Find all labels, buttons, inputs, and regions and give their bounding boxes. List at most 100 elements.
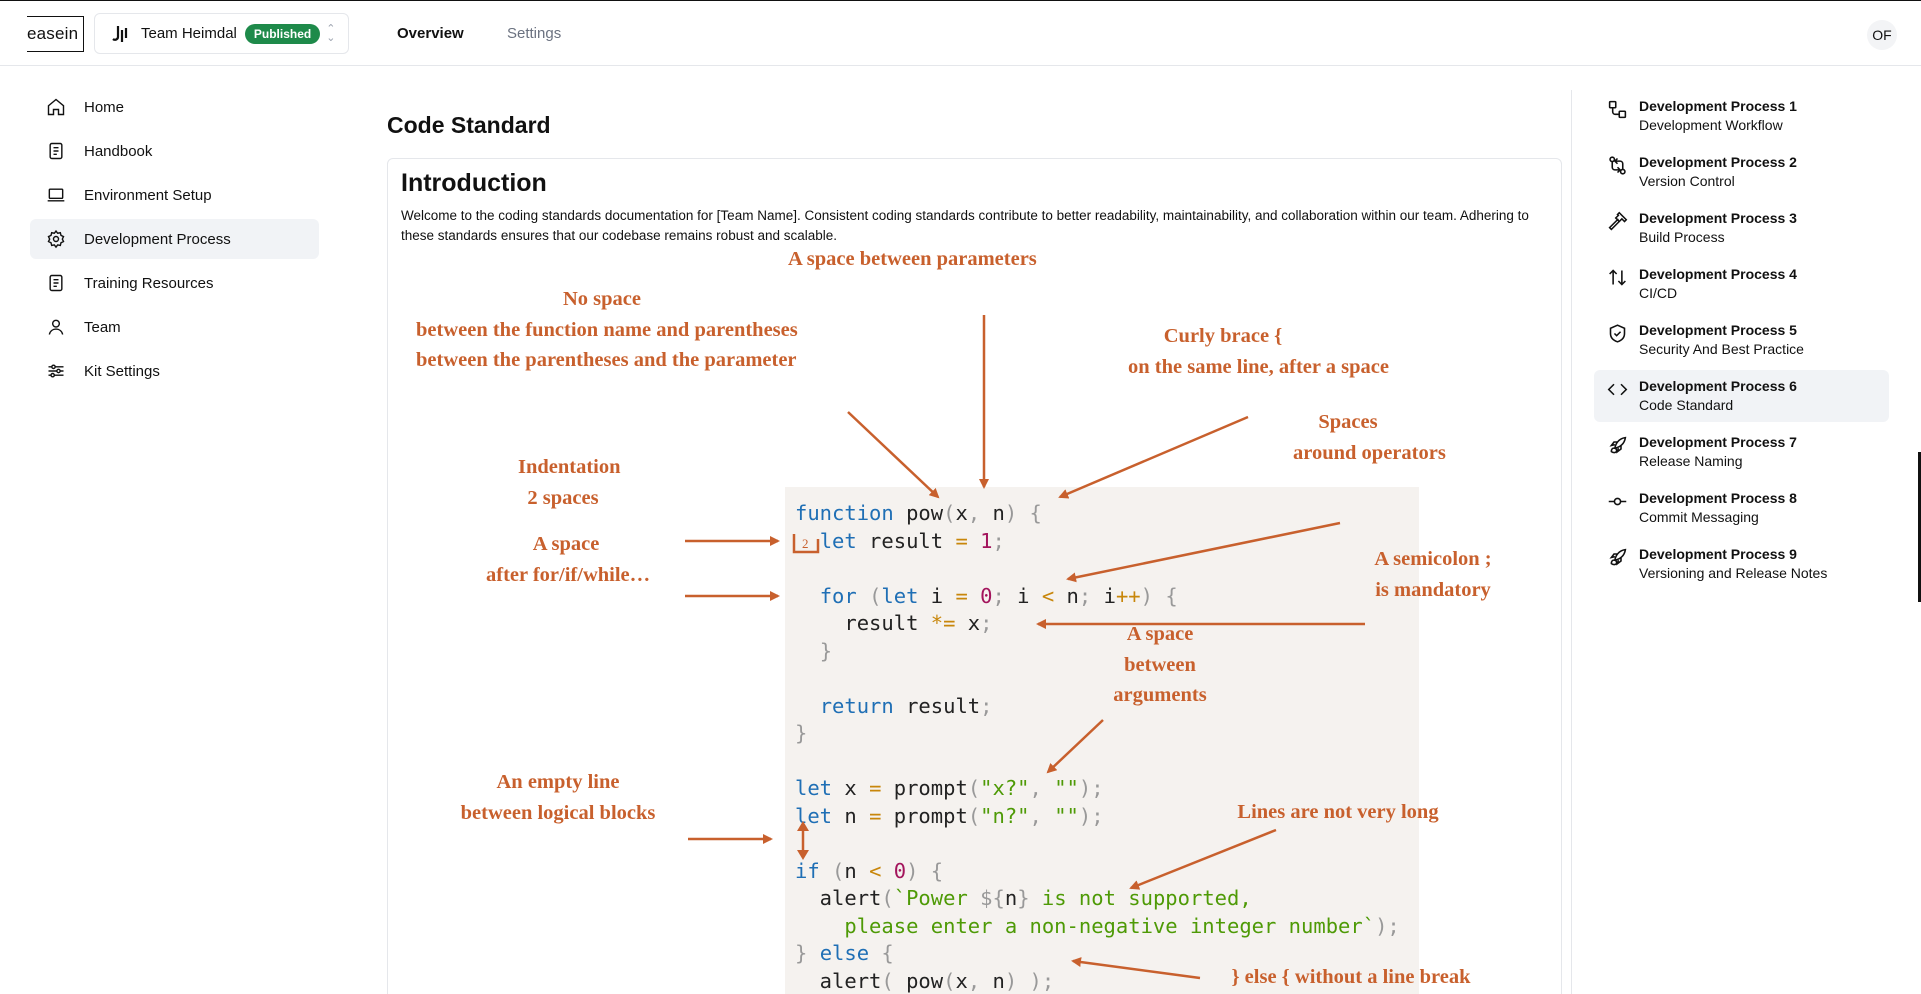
annotation-after-keyword: A space after for/if/while… <box>486 529 651 590</box>
git-commit-icon <box>1608 497 1627 506</box>
sidebar-item-training-resources[interactable]: Training Resources <box>30 263 319 303</box>
annotation-line: A semicolon ; <box>1374 548 1492 570</box>
toc-item-9[interactable]: Development Process 9 Versioning and Rel… <box>1594 538 1889 590</box>
tab-settings[interactable]: Settings <box>507 25 562 42</box>
toc-subtitle: Version Control <box>1639 173 1735 189</box>
table-of-contents: Development Process 1 Development Workfl… <box>1571 90 1921 994</box>
tab-overview[interactable]: Overview <box>397 25 464 42</box>
sidebar-item-label: Team <box>84 318 121 336</box>
double-arrow-head-up <box>797 821 809 831</box>
arrow-else <box>1071 957 1201 980</box>
scrollbar-thumb[interactable] <box>1918 452 1921 602</box>
annotation-line: A space <box>1126 623 1194 645</box>
toc-title: Development Process 2 <box>1639 154 1797 170</box>
annotation-line: arguments <box>1113 684 1207 706</box>
toc-subtitle: Build Process <box>1639 229 1725 245</box>
toc-subtitle: Versioning and Release Notes <box>1639 565 1828 581</box>
annotation-line: Curly brace { <box>1163 325 1283 347</box>
avatar[interactable]: OF <box>1867 20 1897 50</box>
annotation-semicolon: A semicolon ; is mandatory <box>1373 544 1493 605</box>
toc-title: Development Process 4 <box>1639 266 1797 282</box>
code-icon <box>1607 383 1628 396</box>
toc-title: Development Process 8 <box>1639 490 1797 506</box>
toc-subtitle: CI/CD <box>1639 285 1678 301</box>
laptop-icon <box>47 188 65 202</box>
rocket-icon <box>1609 436 1627 454</box>
toc-item-2[interactable]: Development Process 2 Version Control <box>1594 146 1889 198</box>
toc-title: Development Process 6 <box>1639 378 1797 394</box>
annotation-line: No space <box>562 288 641 310</box>
workflow-icon <box>1608 100 1627 119</box>
toc-title: Development Process 9 <box>1639 546 1797 562</box>
sidebar-item-handbook[interactable]: Handbook <box>30 131 319 171</box>
annotation-line: is mandatory <box>1375 578 1491 601</box>
toc-title: Development Process 7 <box>1639 434 1797 450</box>
team-logo-icon <box>112 25 128 42</box>
sidebar-nav: Home Handbook Environment Setup Developm… <box>30 87 319 395</box>
annotation-line: A space <box>532 533 600 555</box>
sidebar-item-label: Kit Settings <box>84 362 160 380</box>
toc-item-4[interactable]: Development Process 4 CI/CD <box>1594 258 1889 310</box>
toc-subtitle: Code Standard <box>1639 397 1734 413</box>
rocket-icon <box>1609 548 1627 566</box>
sidebar-item-label: Home <box>84 98 125 116</box>
annotation-arrows: 2 <box>685 315 1365 980</box>
annotation-line: between <box>1124 653 1196 676</box>
document-icon <box>49 142 63 160</box>
arrow-long-lines <box>1129 828 1277 890</box>
annotation-line: between the function name and parenthese… <box>416 318 798 341</box>
sidebar-item-label: Handbook <box>84 142 153 160</box>
toc-item-7[interactable]: Development Process 7 Release Naming <box>1594 426 1889 478</box>
annotation-line: between the parentheses and the paramete… <box>416 349 797 371</box>
sidebar-item-label: Development Process <box>84 230 231 248</box>
content-card: Introduction Welcome to the coding stand… <box>387 158 1562 994</box>
annotation-long-lines: Lines are not very long <box>1237 801 1439 823</box>
toc-title: Development Process 5 <box>1639 322 1797 338</box>
annotation-empty-line: An empty line between logical blocks <box>448 767 668 828</box>
toc-item-6[interactable]: Development Process 6 Code Standard <box>1594 370 1889 422</box>
sidebar-item-label: Training Resources <box>84 274 214 292</box>
team-switcher[interactable]: Team Heimdal Published ⌃⌄ <box>94 13 349 54</box>
app-logo[interactable]: easein <box>27 16 84 52</box>
chevron-up-down-icon: ⌃⌄ <box>326 22 336 44</box>
toc-title: Development Process 1 <box>1639 98 1797 114</box>
intro-paragraph: Welcome to the coding standards document… <box>401 208 1529 243</box>
annotation-line: after for/if/while… <box>486 563 651 586</box>
gear-icon <box>47 229 65 249</box>
code-sample: function pow(x, n) { let result = 1; for… <box>795 501 1400 993</box>
git-compare-icon <box>1609 156 1626 175</box>
arrows-up-down-icon <box>1609 269 1626 286</box>
annotation-line: Spaces <box>1318 411 1378 433</box>
toc-item-3[interactable]: Development Process 3 Build Process <box>1594 202 1889 254</box>
sidebar-item-kit-settings[interactable]: Kit Settings <box>30 351 319 391</box>
section-title: Introduction <box>401 169 547 197</box>
annotation-indentation: Indentation 2 spaces <box>518 452 621 513</box>
toc-title: Development Process 3 <box>1639 210 1797 226</box>
sidebar-item-label: Environment Setup <box>84 186 212 204</box>
status-badge: Published <box>244 23 321 44</box>
annotation-no-space: No space between the function name and p… <box>416 284 798 376</box>
indent-marker: 2 <box>802 536 809 551</box>
sidebar-item-development-process[interactable]: Development Process <box>30 219 319 259</box>
hammer-icon <box>1608 211 1628 231</box>
top-bar: easein Team Heimdal Published ⌃⌄ Overvie… <box>0 0 1921 66</box>
toc-subtitle: Security And Best Practice <box>1639 341 1804 357</box>
toc-subtitle: Release Naming <box>1639 453 1743 469</box>
shield-check-icon <box>1609 324 1626 343</box>
toc-item-5[interactable]: Development Process 5 Security And Best … <box>1594 314 1889 366</box>
annotation-arguments: A space between arguments <box>1113 619 1207 711</box>
toc-subtitle: Development Workflow <box>1639 117 1783 133</box>
toc-item-8[interactable]: Development Process 8 Commit Messaging <box>1594 482 1889 534</box>
arrow-arguments <box>1046 719 1104 774</box>
sidebar-item-environment-setup[interactable]: Environment Setup <box>30 175 319 215</box>
double-arrow-head-down <box>797 850 809 860</box>
sidebar-item-home[interactable]: Home <box>30 87 319 127</box>
team-name: Team Heimdal <box>141 25 237 42</box>
sidebar-item-team[interactable]: Team <box>30 307 319 347</box>
home-icon <box>47 98 65 116</box>
annotation-line: between logical blocks <box>460 801 656 824</box>
indent-bracket-icon <box>792 534 820 554</box>
annotation-else: } else { without a line break <box>1231 966 1471 988</box>
toc-item-1[interactable]: Development Process 1 Development Workfl… <box>1594 90 1889 142</box>
annotation-line: Indentation <box>518 456 621 478</box>
